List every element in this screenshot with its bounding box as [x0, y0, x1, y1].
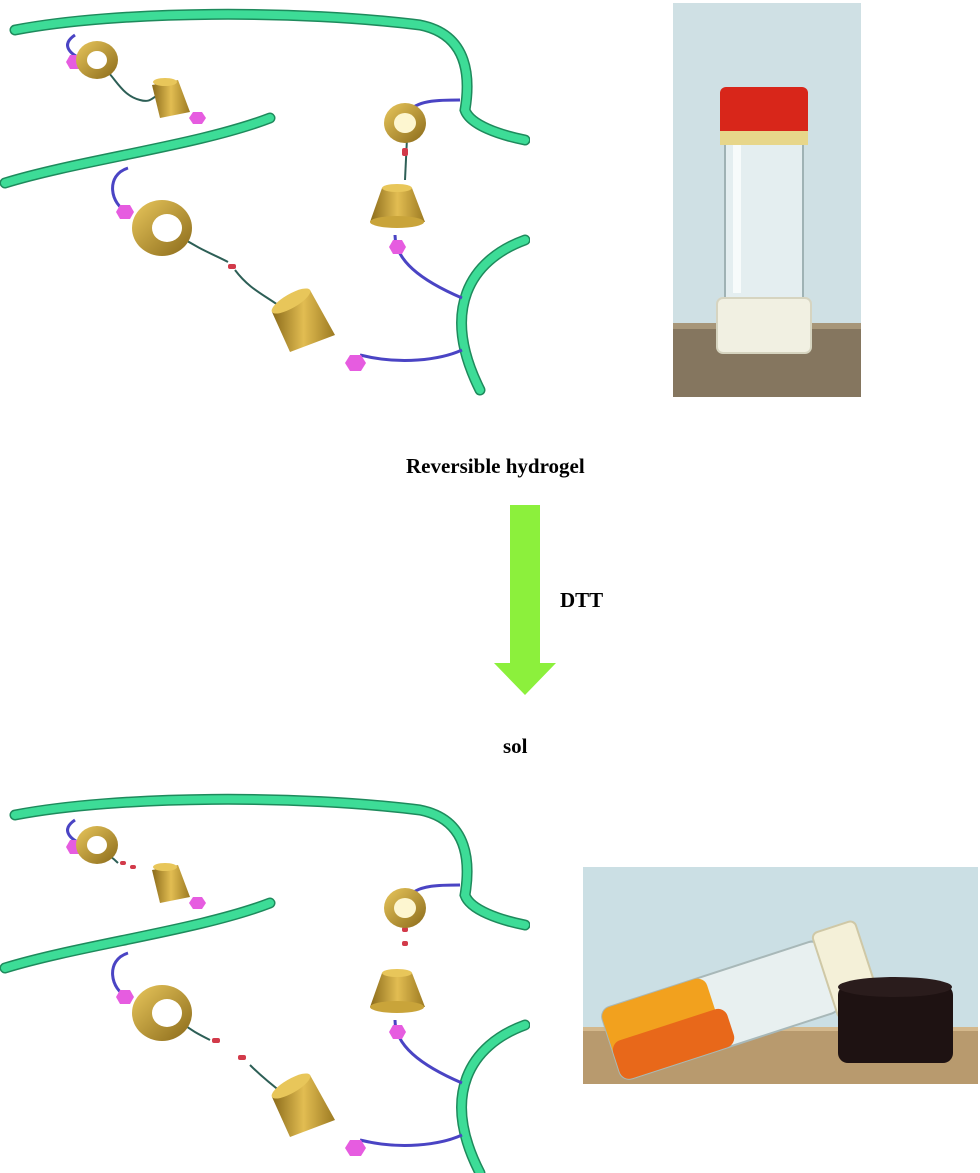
hexagon-icon — [345, 1140, 366, 1156]
bottom-state-label: sol — [503, 734, 528, 758]
hexagon-icon — [389, 240, 406, 254]
tilted-vial-photo — [583, 867, 978, 1084]
polymer-backbone-group — [0, 793, 530, 1173]
guest-group — [66, 840, 406, 1156]
upright-vial-photo — [673, 3, 861, 397]
connector-group — [99, 64, 408, 311]
ring-group — [76, 826, 426, 1041]
cone-icon — [370, 969, 425, 1013]
sol-network-diagram — [0, 793, 530, 1173]
reagent-label: DTT — [560, 588, 604, 612]
cone-group — [152, 863, 425, 1137]
ring-icon — [76, 41, 118, 79]
ring-icon — [384, 103, 426, 143]
cone-icon — [271, 288, 335, 352]
disulfide-group — [228, 148, 408, 269]
ring-icon — [132, 200, 192, 256]
hexagon-icon — [345, 355, 366, 371]
ring-icon — [132, 985, 192, 1041]
hexagon-icon — [389, 1025, 406, 1039]
hexagon-icon — [116, 990, 134, 1004]
hexagon-icon — [189, 897, 206, 909]
ring-icon — [384, 888, 426, 928]
cone-group — [152, 78, 425, 352]
hydrogel-network-diagram — [0, 8, 530, 396]
hexagon-icon — [116, 205, 134, 219]
cleaved-connector-group — [99, 849, 286, 1096]
cone-icon — [152, 863, 190, 903]
hexagon-icon — [189, 112, 206, 124]
transition-arrow — [494, 505, 556, 695]
disulfide-fragment-group — [120, 861, 408, 1060]
cone-icon — [152, 78, 190, 118]
ring-group — [76, 41, 426, 256]
ring-icon — [76, 826, 118, 864]
cone-icon — [271, 1073, 335, 1137]
top-state-label: Reversible hydrogel — [406, 454, 585, 478]
cone-icon — [370, 184, 425, 228]
polymer-backbone-group — [0, 8, 530, 396]
guest-group — [66, 55, 406, 371]
